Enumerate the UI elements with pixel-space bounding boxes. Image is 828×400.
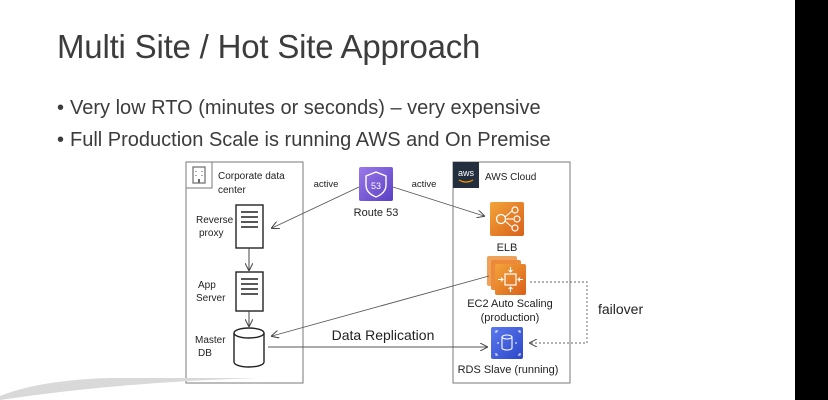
route53-right-active-label: active bbox=[412, 179, 437, 190]
footer-decoration bbox=[0, 378, 260, 400]
route53-badge-text: 53 bbox=[371, 181, 381, 191]
app-server-icon bbox=[235, 271, 264, 312]
reverse-proxy-label-line2: proxy bbox=[199, 228, 223, 239]
app-server-label-line1: App bbox=[198, 280, 216, 291]
ec2-to-master-db-arrow bbox=[272, 275, 490, 336]
bullet-item: Full Production Scale is running AWS and… bbox=[57, 124, 551, 156]
rds-label: RDS Slave (running) bbox=[458, 364, 559, 376]
route53-group: 53 Route 53 active active bbox=[272, 167, 484, 228]
database-icon bbox=[233, 327, 265, 368]
ec2-auto-scaling-icon bbox=[487, 256, 526, 295]
corporate-data-center-border bbox=[185, 161, 304, 384]
corporate-data-center-group: Corporate data center Reverse proxy App … bbox=[185, 161, 304, 384]
architecture-diagram: Corporate data center Reverse proxy App … bbox=[185, 161, 643, 384]
failover-label: failover bbox=[598, 301, 643, 317]
ec2-label-line2: (production) bbox=[481, 312, 540, 324]
route53-shield-icon: 53 bbox=[359, 167, 393, 201]
bullet-item: Very low RTO (minutes or seconds) – very… bbox=[57, 92, 551, 124]
svg-text:aws: aws bbox=[458, 168, 475, 178]
master-db-label-line1: Master bbox=[195, 335, 226, 346]
elb-label: ELB bbox=[497, 242, 518, 254]
route53-label: Route 53 bbox=[354, 207, 399, 219]
route53-to-elb-arrow bbox=[392, 186, 484, 216]
building-icon bbox=[185, 161, 213, 189]
bullet-list: Very low RTO (minutes or seconds) – very… bbox=[57, 92, 551, 156]
reverse-proxy-server-icon bbox=[235, 204, 264, 249]
aws-cloud-group: aws AWS Cloud ELB bbox=[452, 161, 571, 384]
slide: Multi Site / Hot Site Approach Very low … bbox=[0, 0, 795, 400]
aws-logo-icon: aws bbox=[453, 162, 479, 188]
elb-icon bbox=[490, 202, 524, 236]
corporate-label-line2: center bbox=[218, 185, 246, 196]
rds-icon bbox=[491, 327, 523, 359]
route53-left-active-label: active bbox=[314, 179, 339, 190]
aws-cloud-border bbox=[452, 161, 571, 384]
route53-to-proxy-arrow bbox=[272, 186, 360, 228]
failover-dashed-arrow bbox=[530, 281, 588, 343]
master-db-label-line2: DB bbox=[198, 348, 212, 359]
black-side-bar bbox=[795, 0, 828, 400]
app-server-label-line2: Server bbox=[196, 293, 226, 304]
ec2-label-line1: EC2 Auto Scaling bbox=[467, 298, 553, 310]
data-replication-label: Data Replication bbox=[332, 327, 435, 343]
aws-cloud-label: AWS Cloud bbox=[485, 172, 536, 183]
corporate-label-line1: Corporate data bbox=[218, 171, 285, 182]
reverse-proxy-label-line1: Reverse bbox=[196, 215, 234, 226]
slide-title: Multi Site / Hot Site Approach bbox=[57, 28, 481, 65]
